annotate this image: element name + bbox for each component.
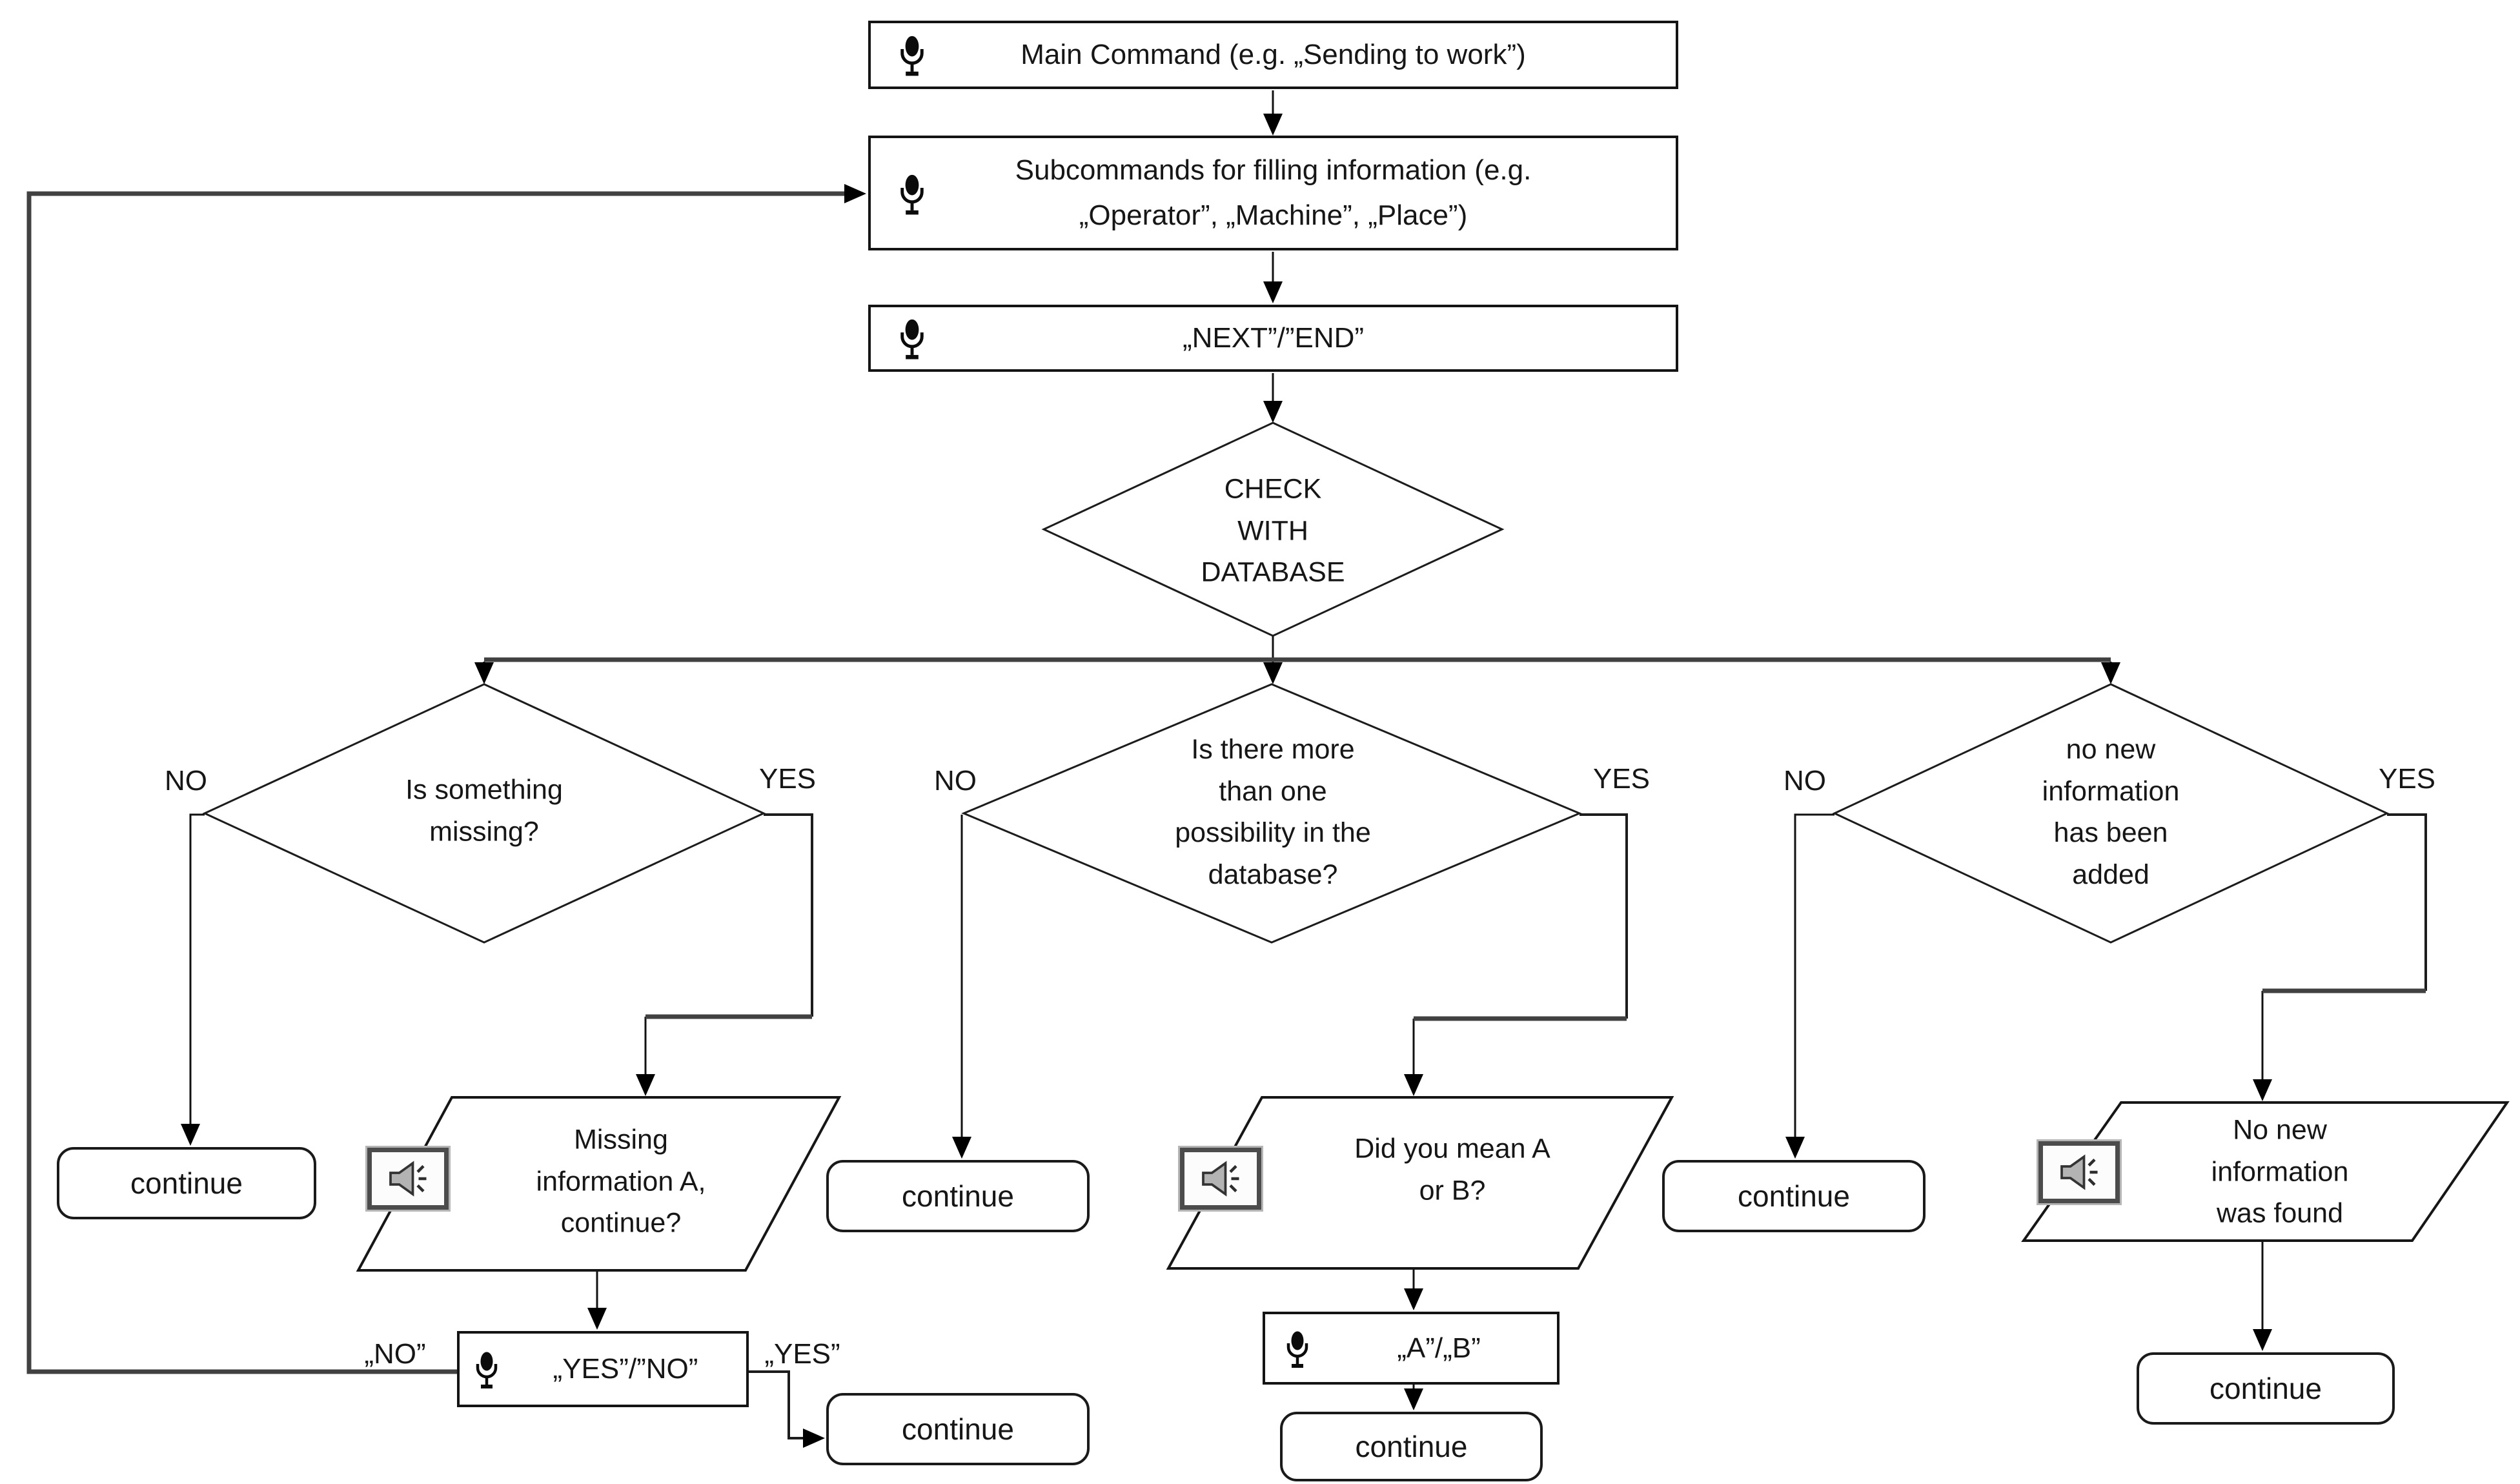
label-no: NO [1783, 765, 1826, 797]
output-missing-information [356, 1096, 842, 1272]
speaker-icon [2037, 1139, 2122, 1205]
arrowhead [1404, 1388, 1423, 1410]
arrowhead [1263, 114, 1283, 136]
arrowhead [1263, 401, 1283, 423]
edge-missing-yes [764, 813, 813, 1017]
step-subcommands: Subcommands for filling information (e.g… [868, 136, 1678, 250]
microphone-icon [1283, 1330, 1312, 1371]
terminator-continue: continue [57, 1147, 316, 1219]
decision-no-new-added [1832, 683, 2390, 944]
arrowhead [181, 1124, 200, 1146]
arrowhead [952, 1137, 971, 1159]
continue-label: continue [902, 1179, 1014, 1213]
output-no-new-found-label: No new information was found [2211, 1114, 2349, 1229]
decision-no-new-added-label: no new information has been added [2042, 734, 2180, 890]
label-no: NO [165, 765, 207, 797]
arrowhead [1263, 662, 1283, 684]
terminator-continue: continue [1662, 1160, 1926, 1232]
edge-nonew-no [1794, 813, 1834, 1138]
step-next-end-label: „NEXT”/”END” [1182, 322, 1365, 354]
speaker-icon [365, 1146, 451, 1212]
microphone-icon [472, 1350, 501, 1392]
step-a-b: „A”/„B” [1263, 1312, 1560, 1385]
decision-more-than-one [961, 683, 1582, 944]
output-missing-information-label: Missing information A, continue? [536, 1124, 706, 1239]
continue-label: continue [2210, 1372, 2322, 1405]
decision-check-database [1041, 422, 1505, 637]
continue-label: continue [1355, 1430, 1468, 1463]
step-subcommands-label: Subcommands for filling information (e.g… [1015, 154, 1532, 231]
edge-nonew-yes [2387, 813, 2427, 991]
decision-more-than-one-label: Is there more than one possibility in th… [1175, 734, 1371, 890]
continue-label: continue [130, 1166, 243, 1200]
decision-something-missing-label: Is something missing? [405, 774, 563, 848]
output-did-you-mean-label: Did you mean A or B? [1354, 1133, 1550, 1206]
terminator-continue: continue [2137, 1352, 2395, 1425]
edge-yesno-no-loop [26, 191, 844, 1374]
terminator-continue: continue [1280, 1412, 1543, 1481]
label-yes: YES [2378, 763, 2436, 795]
decision-check-database-label: CHECK WITH DATABASE [1201, 473, 1345, 588]
microphone-icon [897, 35, 928, 79]
label-yes: YES [1592, 763, 1651, 795]
microphone-icon [897, 318, 928, 362]
arrowhead [844, 184, 866, 203]
arrowhead [1404, 1288, 1423, 1310]
continue-label: continue [1738, 1179, 1850, 1213]
label-no: NO [934, 765, 977, 797]
step-yes-no: „YES”/”NO” [457, 1331, 749, 1407]
label-no-quoted: „NO” [364, 1338, 426, 1370]
arrowhead [587, 1308, 607, 1330]
arrowhead [1263, 281, 1283, 303]
edge-multiple-yes [1580, 813, 1628, 1019]
arrowhead [474, 662, 494, 684]
arrowhead [1785, 1137, 1805, 1159]
arrowhead [803, 1428, 825, 1448]
label-yes: YES [758, 763, 817, 795]
terminator-continue: continue [826, 1160, 1090, 1232]
step-main-command: Main Command (e.g. „Sending to work”) [868, 21, 1678, 89]
continue-label: continue [902, 1412, 1014, 1446]
decision-something-missing [202, 683, 766, 944]
arrowhead [1404, 1074, 1423, 1096]
output-did-you-mean [1166, 1096, 1674, 1270]
microphone-icon [897, 174, 928, 218]
edge-missing-no [189, 813, 205, 1126]
arrowhead [2253, 1079, 2272, 1101]
terminator-continue: continue [826, 1393, 1090, 1465]
arrowhead [2101, 662, 2120, 684]
step-next-end: „NEXT”/”END” [868, 305, 1678, 372]
step-yes-no-label: „YES”/”NO” [553, 1353, 698, 1385]
speaker-icon [1178, 1146, 1263, 1212]
arrowhead [636, 1074, 655, 1096]
label-yes-quoted: „YES” [764, 1338, 840, 1370]
step-a-b-label: „A”/„B” [1397, 1332, 1481, 1364]
edge-yesno-yes [749, 1370, 804, 1439]
step-main-command-label: Main Command (e.g. „Sending to work”) [1021, 39, 1526, 70]
arrowhead [2253, 1329, 2272, 1351]
